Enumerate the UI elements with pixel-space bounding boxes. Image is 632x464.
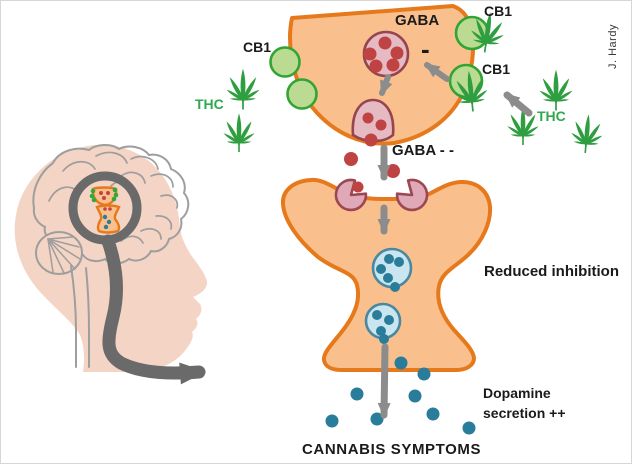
cb1-label-mid-right: CB1 <box>482 61 511 77</box>
gaba-fusing-vesicle <box>351 98 395 143</box>
cb1-label-left: CB1 <box>243 39 272 55</box>
cb1-label-top-right: CB1 <box>484 3 513 19</box>
postsynaptic-neuron <box>280 177 493 372</box>
author-credit: J. Hardy <box>607 24 619 69</box>
flow-arrows <box>377 62 533 419</box>
cannabis-leaf-icon <box>223 113 256 152</box>
gaba-receptor <box>334 178 368 212</box>
cb1-receptor <box>269 46 301 78</box>
presynaptic-terminal <box>269 4 490 146</box>
thc-label-right: THC <box>537 108 566 124</box>
thc-label-left: THC <box>195 96 224 112</box>
mini-gaba-dots-2 <box>103 207 112 211</box>
cannabis-leaf-icon <box>569 113 605 154</box>
brainstem <box>70 265 90 368</box>
dopamine-secretion-label: Dopamine secretion ++ <box>483 384 566 423</box>
inhibition-arrow-icon <box>424 62 450 82</box>
mini-dopamine-dots <box>102 214 112 230</box>
gaba-dot-bound <box>352 181 364 193</box>
cannabis-leaf-icon <box>226 69 261 110</box>
cb1-receptor <box>286 78 318 110</box>
thc-binding-arrow-icon <box>503 91 533 117</box>
cannabis-symptoms-title: CANNABIS SYMPTOMS <box>302 441 482 458</box>
vesicle-transport-arrow-icon <box>379 74 393 96</box>
reduced-inhibition-label: Reduced inhibition <box>484 263 619 280</box>
mini-cb1-dots <box>89 187 119 203</box>
inhibition-minus-sign: - <box>421 34 430 64</box>
dopamine-secretion-line1: Dopamine <box>483 385 551 401</box>
gaba-vesicle-label: GABA <box>395 12 440 29</box>
zoom-arrow <box>101 234 206 385</box>
dopamine-vesicle <box>371 247 413 292</box>
mini-gaba-dots <box>99 191 110 200</box>
magnifier-mini-synapse <box>89 186 121 234</box>
dopamine-secretion-line2: secretion ++ <box>483 404 566 421</box>
dopamine-vesicle <box>364 302 402 344</box>
gaba-release-label: GABA - - <box>392 142 454 159</box>
gaba-receptors <box>334 178 429 212</box>
cannabis-leaf-icon <box>539 70 574 111</box>
gaba-receptor <box>395 178 429 212</box>
dopamine-release-arrow-icon <box>377 343 391 419</box>
cerebellum <box>35 231 83 275</box>
gaba-vesicle <box>362 30 410 78</box>
